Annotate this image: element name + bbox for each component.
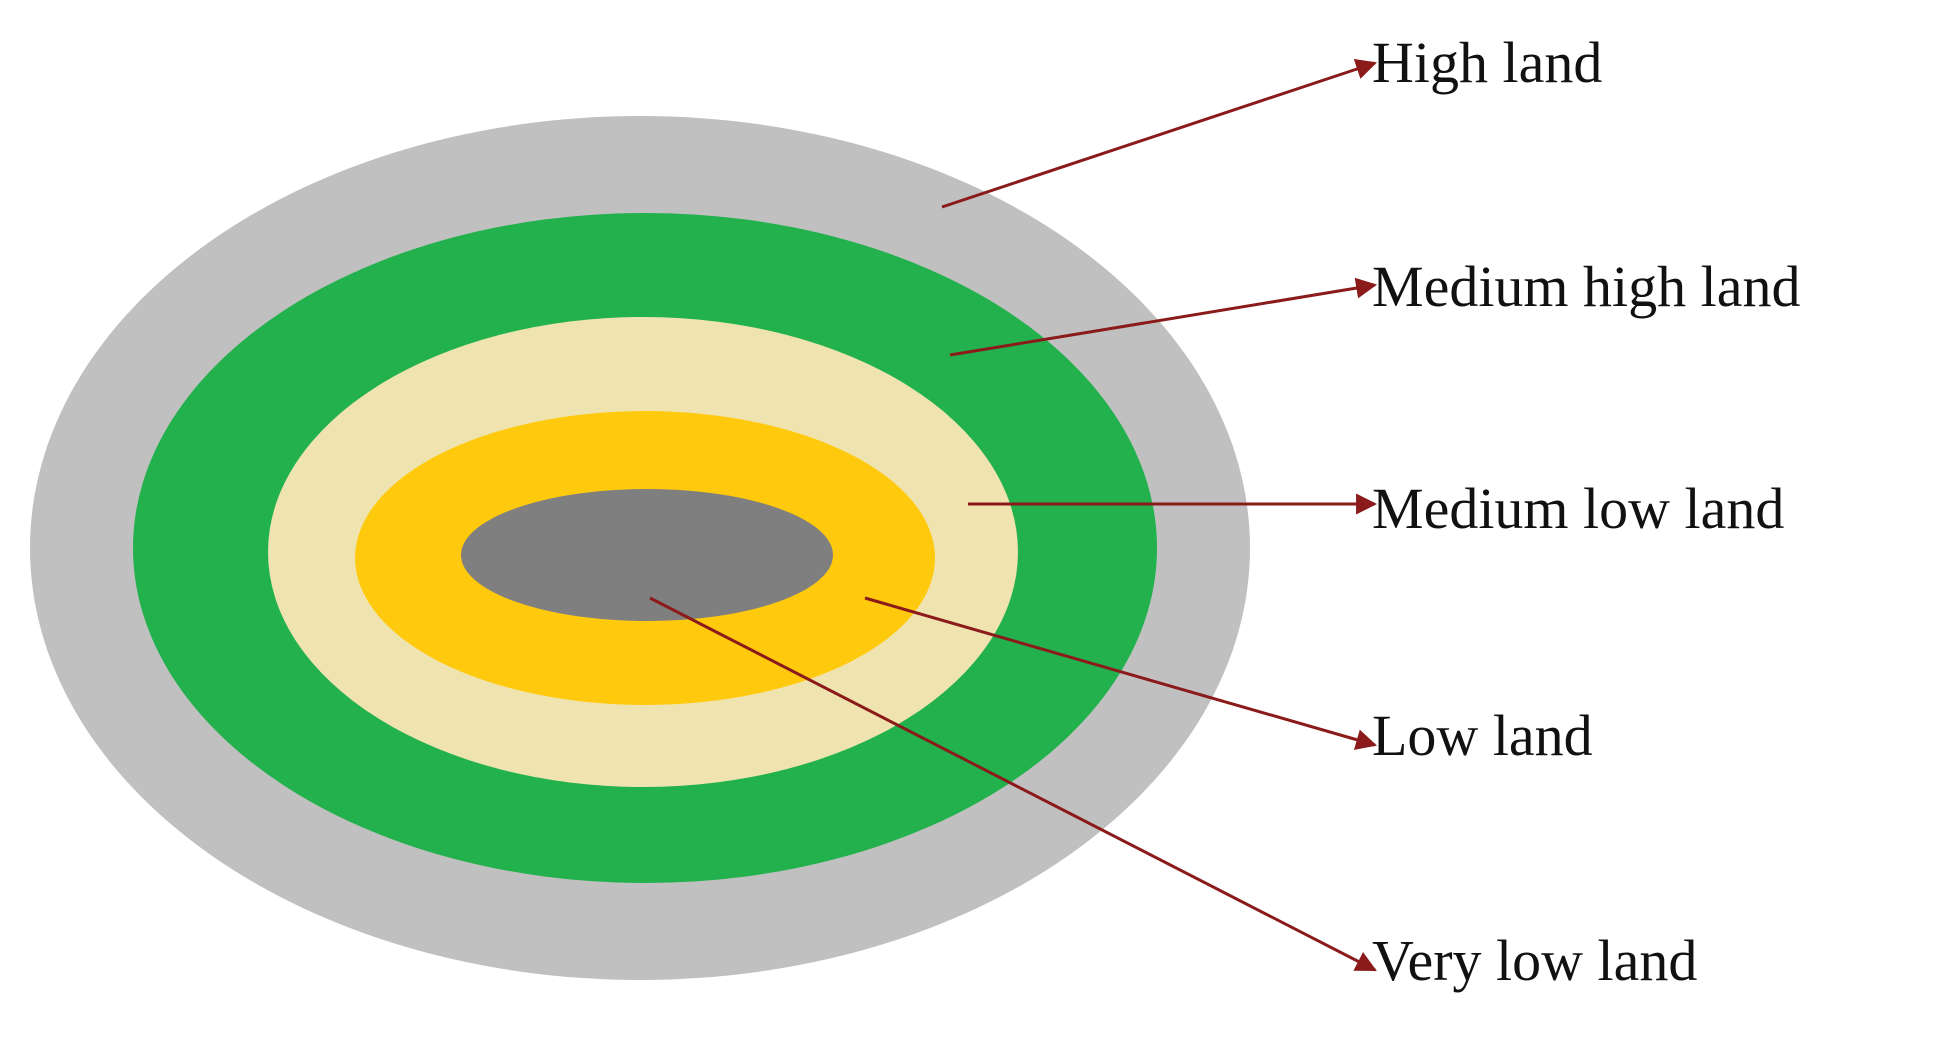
very-low-land-label: Very low land — [1372, 928, 1697, 993]
medium-low-land-label: Medium low land — [1372, 476, 1784, 541]
medium-high-land-arrow — [949, 277, 1378, 357]
high-land-arrow — [941, 59, 1377, 209]
medium-high-land-label: Medium high land — [1372, 254, 1801, 319]
high-land-label: High land — [1372, 30, 1602, 95]
low-land-label: Low land — [1372, 703, 1593, 768]
low-land-arrow — [864, 596, 1378, 750]
very-low-land-arrow — [649, 596, 1377, 972]
very-low-land-zone — [461, 489, 833, 621]
